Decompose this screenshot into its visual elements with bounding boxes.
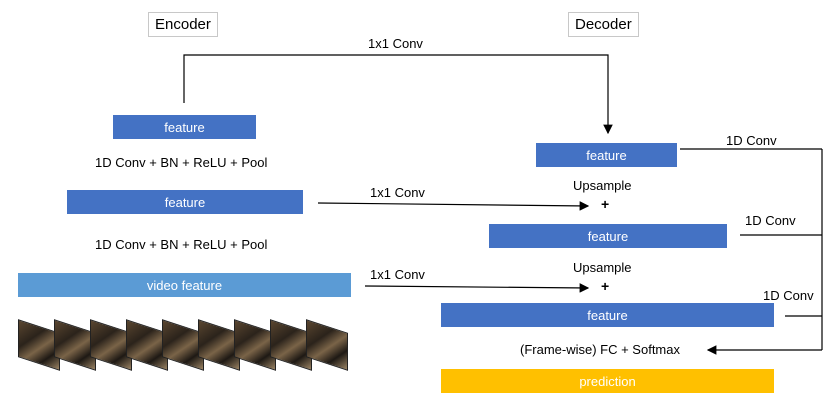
decoder-feature-3: feature: [441, 303, 774, 327]
decoder-title: Decoder: [568, 12, 639, 37]
decoder-plus-2: +: [601, 278, 610, 294]
decoder-head: (Frame-wise) FC + Softmax: [520, 342, 680, 357]
encoder-title: Encoder: [148, 12, 218, 37]
decoder-feature-1: feature: [536, 143, 677, 167]
skip-bottom-label: 1x1 Conv: [370, 267, 425, 282]
conv3-label: 1D Conv: [763, 288, 814, 303]
decoder-plus-1: +: [601, 196, 610, 212]
skip-mid-label: 1x1 Conv: [370, 185, 425, 200]
encoder-block-1: 1D Conv + BN + ReLU + Pool: [95, 155, 268, 170]
decoder-upsample-2: Upsample: [573, 260, 632, 275]
skip-top-arrow: [183, 54, 613, 135]
skip-bottom-arrow: [364, 283, 590, 293]
conv1-label: 1D Conv: [726, 133, 777, 148]
prediction-bar: prediction: [441, 369, 774, 393]
encoder-feature-mid: feature: [67, 190, 303, 214]
encoder-feature-top: feature: [113, 115, 256, 139]
skip-top-label: 1x1 Conv: [368, 36, 423, 51]
decoder-feature-2: feature: [489, 224, 727, 248]
skip-mid-arrow: [317, 201, 590, 211]
conv2-label: 1D Conv: [745, 213, 796, 228]
encoder-block-2: 1D Conv + BN + ReLU + Pool: [95, 237, 268, 252]
decoder-upsample-1: Upsample: [573, 178, 632, 193]
video-feature-bar: video feature: [18, 273, 351, 297]
